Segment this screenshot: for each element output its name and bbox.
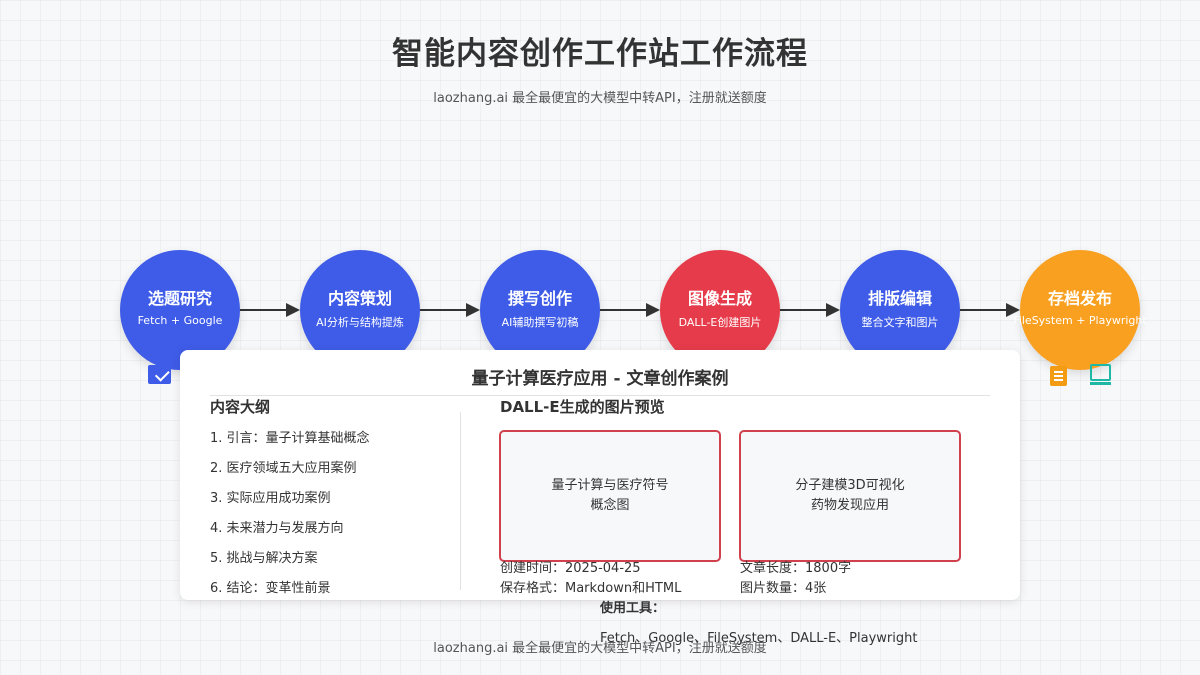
step-desc: DALL-E创建图片 [678,316,762,329]
step-desc: FileSystem + Playwright [1013,314,1147,327]
step-desc: 整合文字和图片 [861,316,939,329]
case-study-card: 量子计算医疗应用 - 文章创作案例 内容大纲 1. 引言：量子计算基础概念 2.… [180,350,1020,600]
step-name: 图像生成 [687,289,752,308]
step-name: 内容策划 [327,289,392,308]
image-preview-quantum: 量子计算与医疗符号 概念图 [499,430,721,562]
outline-item: 6. 结论：变革性前景 [210,581,331,596]
flow-arrow [600,303,660,317]
page-title: 智能内容创作工作站工作流程 [392,36,808,72]
check-icon [148,365,171,384]
tools-list: Fetch、Google、FileSystem、DALL-E、Playwrigh… [600,631,918,646]
page-subtitle: laozhang.ai 最全最便宜的大模型中转API，注册就送额度 [433,91,767,106]
step-name: 存档发布 [1047,289,1112,308]
step-topic-research: 选题研究 Fetch + Google [120,250,240,370]
outline-item: 4. 未来潜力与发展方向 [210,521,344,536]
step-archive-publish: 存档发布 FileSystem + Playwright [1013,250,1147,370]
meta-image-count: 图片数量：4张 [740,581,827,596]
step-name: 选题研究 [147,289,212,308]
flow-arrow [420,303,480,317]
preview-title: DALL-E生成的图片预览 [500,398,665,416]
image-preview-molecule: 分子建模3D可视化 药物发现应用 [739,430,961,562]
document-icon [1050,366,1067,386]
step-name: 撰写创作 [507,289,572,308]
outline-title: 内容大纲 [210,398,271,416]
outline-item: 5. 挑战与解决方案 [210,551,318,566]
image-preview-label: 分子建模3D可视化 药物发现应用 [795,478,905,513]
outline-item: 2. 医疗领域五大应用案例 [210,461,357,476]
divider [460,412,461,590]
meta-format: 保存格式：Markdown和HTML [500,581,682,596]
image-preview-label: 量子计算与医疗符号 概念图 [551,478,669,513]
meta-created: 创建时间：2025-04-25 [500,561,641,576]
step-desc: AI辅助撰写初稿 [501,316,579,329]
step-name: 排版编辑 [867,289,932,308]
flow-arrow [240,303,300,317]
flow-arrow [780,303,840,317]
outline-item: 3. 实际应用成功案例 [210,491,331,506]
footer-text: laozhang.ai 最全最便宜的大模型中转API，注册就送额度 [433,641,767,656]
outline-item: 1. 引言：量子计算基础概念 [210,431,370,446]
card-title: 量子计算医疗应用 - 文章创作案例 [471,369,729,389]
divider [210,395,990,396]
step-desc: AI分析与结构提炼 [316,316,404,329]
step-desc: Fetch + Google [137,314,223,327]
tools-label: 使用工具： [600,601,666,616]
meta-length: 文章长度：1800字 [740,561,852,576]
monitor-icon [1090,364,1111,385]
flow-arrow [960,303,1020,317]
